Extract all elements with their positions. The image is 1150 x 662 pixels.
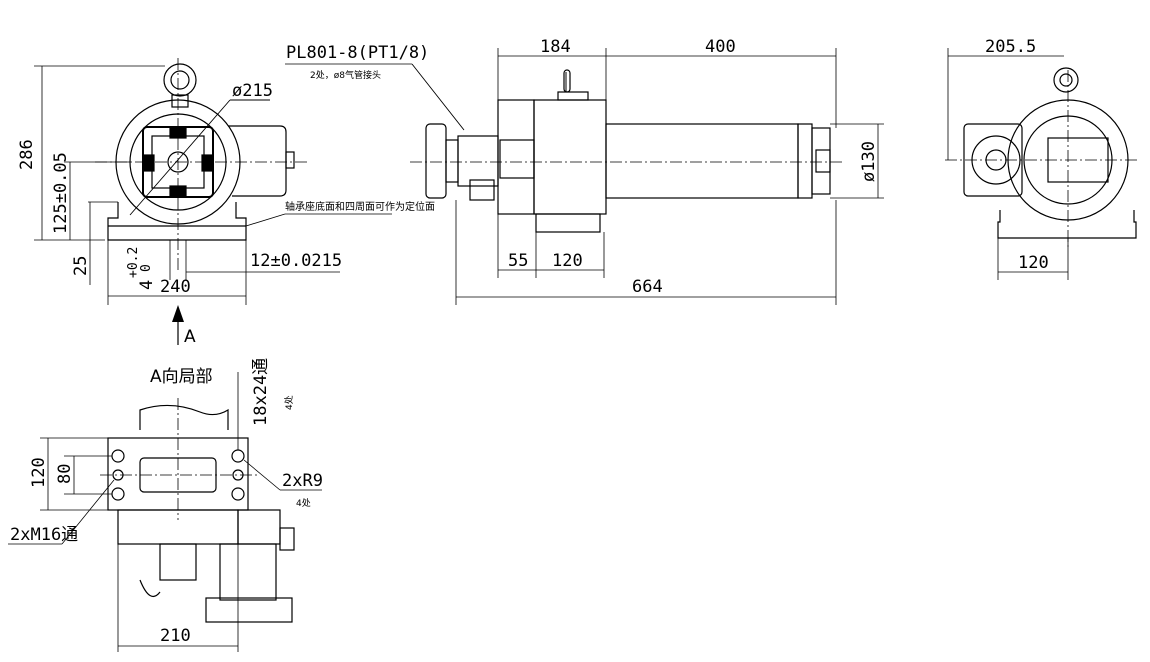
fitting-box (159, 543, 197, 581)
rear-cap (811, 127, 831, 195)
dim-664: 664 (632, 277, 663, 297)
motor-flange (205, 597, 293, 623)
dim-205: 205.5 (985, 37, 1036, 57)
lifting-eye-outer (163, 63, 197, 97)
dim-184: 184 (540, 37, 571, 57)
dim-side-120: 120 (552, 251, 583, 271)
main-housing (533, 99, 607, 215)
dim-125: 125±0.05 (51, 152, 71, 234)
detail-title: A向局部 (150, 367, 213, 387)
front-diameter-label: ø215 (232, 81, 273, 101)
base-block (107, 202, 247, 241)
side-view: PL801-8(PT1/8) 2处，ø8气管接头 184 400 55 120 … (285, 37, 884, 305)
hole-bl (111, 487, 125, 501)
motor-unit (219, 543, 277, 601)
dim-key-depth: 4 (137, 280, 157, 290)
chuck-fittings (469, 179, 495, 201)
dim-key-width: 12±0.0215 (250, 251, 342, 271)
flange-hub (445, 139, 459, 183)
fitting-note: 2处，ø8气管接头 (310, 69, 381, 81)
rear-collar (797, 123, 813, 199)
dim-radius: 2xR9 (282, 471, 323, 491)
hole-tl (111, 449, 125, 463)
dim-400: 400 (705, 37, 736, 57)
hole-tr (231, 449, 245, 463)
side-base (535, 213, 601, 233)
broken-body-outline (139, 404, 229, 430)
jaw-left (143, 154, 155, 172)
top-lug (557, 91, 589, 101)
front-flange (425, 123, 447, 199)
fitting-part-label: PL801-8(PT1/8) (286, 43, 429, 63)
chuck-center (167, 151, 189, 173)
dim-25: 25 (71, 256, 91, 276)
dim-210: 210 (160, 626, 191, 646)
dim-side-diameter: ø130 (859, 141, 879, 182)
dim-detail-80: 80 (55, 464, 75, 484)
rear-spigot (815, 149, 831, 173)
view-arrow-icon (172, 305, 184, 322)
front-view: ø215 286 125±0.05 25 4 +0.2 0 240 12±0.0… (17, 58, 435, 347)
base-note: 轴承座底面和四周面可作为定位面 (285, 200, 435, 213)
lifting-eye-inner (170, 70, 190, 90)
end-lifting-eye (1053, 67, 1079, 93)
end-base (997, 210, 1137, 239)
hole-br (231, 487, 245, 501)
dim-286: 286 (17, 139, 37, 170)
dim-key-tol-lower: 0 (139, 264, 154, 272)
slot-count: 4处 (283, 395, 295, 410)
dim-thread: 2xM16通 (10, 525, 78, 545)
head-body (497, 99, 535, 215)
centerlines (95, 58, 310, 270)
dim-slot: 18x24通 (251, 358, 271, 426)
dim-key-tol-upper: +0.2 (126, 247, 141, 278)
detail-view-a: A向局部 120 80 18x24通 (8, 358, 323, 652)
side-fitting (285, 151, 295, 169)
top-eye (563, 69, 571, 93)
lower-housing (117, 509, 239, 545)
dim-end-120: 120 (1018, 253, 1049, 273)
jaw-right (201, 154, 213, 172)
dim-detail-120: 120 (29, 457, 49, 488)
radius-count: 4处 (296, 497, 311, 509)
head-side-block (499, 139, 535, 179)
diameter-leader (129, 99, 231, 216)
dim-55: 55 (508, 251, 528, 271)
dim-240: 240 (160, 277, 191, 297)
side-housing (228, 125, 287, 197)
view-arrow-label: A (184, 327, 196, 347)
end-view: 205.5 120 (945, 37, 1140, 280)
spindle-tube (605, 123, 799, 199)
chuck-block (457, 135, 499, 187)
